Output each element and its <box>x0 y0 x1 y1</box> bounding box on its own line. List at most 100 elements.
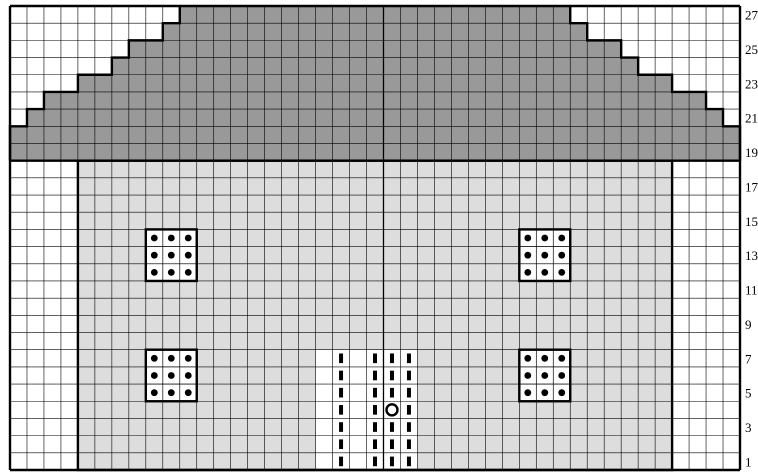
chart-cell <box>536 109 553 126</box>
chart-cell <box>112 195 129 212</box>
chart-cell <box>468 6 485 23</box>
chart-cell <box>434 58 451 75</box>
chart-cell <box>214 229 231 246</box>
chart-cell <box>180 23 197 40</box>
chart-cell <box>485 436 502 453</box>
chart-cell <box>553 75 570 92</box>
door-bar <box>407 422 411 432</box>
chart-cell <box>78 298 95 315</box>
chart-cell <box>265 58 282 75</box>
chart-cell <box>265 384 282 401</box>
chart-cell <box>197 453 214 470</box>
row-number-label: 17 <box>745 179 758 194</box>
chart-cell <box>282 6 299 23</box>
chart-cell <box>485 384 502 401</box>
chart-cell <box>214 436 231 453</box>
chart-cell <box>383 315 400 332</box>
chart-cell <box>655 75 672 92</box>
chart-cell <box>536 23 553 40</box>
chart-cell <box>536 281 553 298</box>
chart-cell <box>299 298 316 315</box>
chart-cell <box>248 453 265 470</box>
chart-cell <box>723 143 740 160</box>
chart-cell <box>231 109 248 126</box>
chart-cell <box>519 23 536 40</box>
chart-cell <box>434 298 451 315</box>
chart-cell <box>95 161 112 178</box>
chart-cell <box>570 281 587 298</box>
chart-cell <box>129 264 146 281</box>
chart-cell <box>621 195 638 212</box>
chart-cell <box>621 453 638 470</box>
chart-cell <box>265 23 282 40</box>
chart-cell <box>451 401 468 418</box>
chart-cell <box>604 126 621 143</box>
chart-cell <box>468 92 485 109</box>
chart-cell <box>197 315 214 332</box>
chart-cell <box>367 247 384 264</box>
chart-cell <box>451 281 468 298</box>
window-upper-right <box>519 229 570 281</box>
chart-cell <box>95 453 112 470</box>
chart-cell <box>536 212 553 229</box>
row-number-label: 27 <box>745 8 758 23</box>
chart-cell <box>485 350 502 367</box>
chart-cell <box>604 281 621 298</box>
window-dot <box>558 389 565 396</box>
chart-cell <box>333 178 350 195</box>
chart-cell <box>180 281 197 298</box>
chart-cell <box>112 298 129 315</box>
chart-cell <box>638 229 655 246</box>
chart-cell <box>570 418 587 435</box>
window-dot <box>185 252 192 259</box>
chart-cell <box>604 92 621 109</box>
chart-cell <box>536 178 553 195</box>
chart-cell <box>282 264 299 281</box>
chart-cell <box>95 92 112 109</box>
chart-cell <box>570 23 587 40</box>
chart-cell <box>265 401 282 418</box>
chart-cell <box>248 6 265 23</box>
chart-cell <box>333 40 350 57</box>
chart-cell <box>129 109 146 126</box>
chart-cell <box>655 401 672 418</box>
chart-cell <box>502 58 519 75</box>
chart-cell <box>638 298 655 315</box>
chart-cell <box>231 418 248 435</box>
chart-cell <box>367 298 384 315</box>
chart-cell <box>350 6 367 23</box>
chart-cell <box>231 75 248 92</box>
chart-cell <box>570 453 587 470</box>
door-bar <box>373 371 377 381</box>
chart-cell <box>383 264 400 281</box>
chart-cell <box>333 298 350 315</box>
chart-cell <box>78 109 95 126</box>
chart-cell <box>367 212 384 229</box>
chart-cell <box>485 315 502 332</box>
chart-cell <box>265 212 282 229</box>
chart-cell <box>316 247 333 264</box>
chart-cell <box>689 143 706 160</box>
chart-cell <box>78 418 95 435</box>
chart-cell <box>553 109 570 126</box>
chart-cell <box>180 40 197 57</box>
chart-cell <box>672 92 689 109</box>
chart-cell <box>621 143 638 160</box>
chart-cell <box>197 367 214 384</box>
chart-cell <box>299 264 316 281</box>
chart-cell <box>553 40 570 57</box>
chart-cell <box>44 126 61 143</box>
row-number-label: 15 <box>745 214 758 229</box>
chart-cell <box>502 92 519 109</box>
chart-cell <box>502 281 519 298</box>
chart-cell <box>587 453 604 470</box>
chart-cell <box>468 178 485 195</box>
door-bar <box>407 388 411 398</box>
chart-cell <box>587 195 604 212</box>
chart-cell <box>333 195 350 212</box>
chart-cell <box>434 453 451 470</box>
chart-cell <box>604 418 621 435</box>
chart-cell <box>519 436 536 453</box>
chart-cell <box>536 333 553 350</box>
window-dot <box>541 355 548 362</box>
